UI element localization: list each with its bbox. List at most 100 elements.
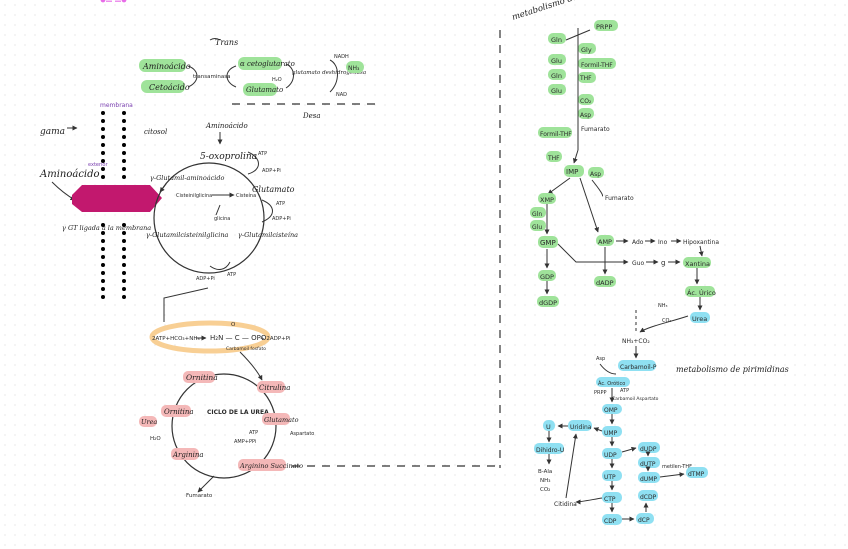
urea-center: CICLO DE LA UREA xyxy=(207,409,269,416)
pir-nh3-co2: NH₃+CO₂ xyxy=(622,338,650,345)
gama-aminoacido-top: Aminoácido xyxy=(205,122,248,130)
purina-g: g xyxy=(661,259,665,267)
purina-formil-thf2: Formil-THF xyxy=(540,131,572,138)
purina-ino: Ino xyxy=(658,239,668,246)
trans-h2o: H₂O xyxy=(272,77,282,83)
purina-glu-b: Glu xyxy=(551,87,562,95)
purina-gln2: Gln xyxy=(532,211,542,218)
pyrimidine-section: metabolismo de pirimidinas NH₃ CO₂ NH₃+C… xyxy=(534,303,789,525)
carbamoil-left: 2ATP+HCO₃+NH₃ xyxy=(152,336,200,342)
g-glutamilcisteinilglicina: γ-Glutamilcisteinilglicina xyxy=(146,231,229,239)
pir-co2-top: CO₂ xyxy=(662,318,671,324)
carbamoil-o: O xyxy=(231,322,236,328)
urea-cycle-section: 2ATP+HCO₃+NH₃ O H₂N — C — OPO Carbamoil … xyxy=(139,320,314,499)
g-glutamil-aminoacido: γ-Glutamil-aminoácido xyxy=(150,174,225,182)
gama-ligado: γ GT ligada a la membrana xyxy=(62,224,151,232)
pir-utp: UTP xyxy=(604,474,616,481)
gama-adp-pi3: ADP+Pi xyxy=(196,276,215,282)
purina-gln: Gln xyxy=(551,36,562,44)
trans-glutamato: Glutamato xyxy=(246,86,283,94)
purina-gmp: GMP xyxy=(540,239,556,247)
gama-adp-pi2: ADP+Pi xyxy=(272,216,291,222)
alfa-cetoglutarato: α cetoglutarato xyxy=(240,60,295,68)
pir-asp: Asp xyxy=(596,356,605,362)
citrulina: Citrulina xyxy=(259,384,290,392)
trans-cetoacido: Cetoácido xyxy=(149,83,190,92)
pirimidinas-title: metabolismo de pirimidinas xyxy=(676,365,789,374)
arginino-succinato: Arginino Succinato xyxy=(239,462,303,470)
gama-adp-pi1: ADP+Pi xyxy=(262,168,281,174)
purina-ado: Ado xyxy=(632,239,644,246)
arginina: Arginina xyxy=(172,451,204,459)
pir-ctp: CTP xyxy=(604,496,616,503)
purina-gdp: GDP xyxy=(540,273,554,281)
urea-fumarato: Fumarato xyxy=(186,493,213,499)
pir-nh3-2: NH₃ xyxy=(540,478,550,484)
pir-ump: UMP xyxy=(604,430,618,437)
pir-co2-2: CO₂ xyxy=(540,487,550,493)
pir-udp: UDP xyxy=(604,452,617,459)
purina-asp2: Asp xyxy=(590,171,601,178)
pir-carbamoil-p: Carbamoil-P xyxy=(620,364,657,371)
pir-dudp: dUDP xyxy=(640,446,657,453)
pir-u: U xyxy=(546,423,551,431)
gama-aminoacido-ext: Aminoácido xyxy=(39,169,100,180)
pir-cdp: CDP xyxy=(604,518,617,525)
gamma-glutamyl-section: gama membrana citosol exterior Aminoácid… xyxy=(39,0,298,322)
purina-xmp: XMP xyxy=(540,196,554,204)
g-glutamilcisteina: γ-Glutamilcisteína xyxy=(238,231,298,239)
urea-glutamato: Glutamato xyxy=(264,416,299,424)
pir-dcdp: dCDP xyxy=(640,494,657,501)
purina-fumarato1: Fumarato xyxy=(581,126,610,133)
trans-title: Trans xyxy=(215,38,238,47)
urea-amp-pi: AMP+PPi xyxy=(234,439,256,445)
purina-imp: IMP xyxy=(566,168,578,176)
gamma-cycle-ring xyxy=(153,162,265,274)
pir-metilen-thf: metilen-THF xyxy=(662,464,692,470)
purina-glu: Glu xyxy=(551,57,562,65)
gama-atp2: ATP xyxy=(276,201,285,207)
urea-product: Urea xyxy=(141,418,157,426)
purina-gly: Gly xyxy=(581,46,592,54)
trans-nadh: NADH xyxy=(334,54,349,60)
pir-dihidro-u: Dihidro-U xyxy=(536,447,564,454)
purina-xantina: Xantina xyxy=(685,260,710,268)
glutamato-deshidrogenasa: glutamato deshidrogenasa xyxy=(292,70,366,76)
pir-dump: dUMP xyxy=(640,476,657,483)
membrana-label: membrana xyxy=(100,102,133,109)
purina-glu2: Glu xyxy=(532,224,542,231)
pir-dutp: dUTP xyxy=(640,461,656,468)
purine-section: metabolismo de purinas PRPP Gln Glu Gln … xyxy=(511,0,719,323)
gama-glutamato: Glutamato xyxy=(252,185,295,194)
trans-nh3: NH₃ xyxy=(348,65,360,72)
purina-hipoxantina: Hipoxantina xyxy=(683,239,719,246)
pir-carbamoil-note: Carbamoil Aspartato xyxy=(612,396,659,402)
urea-aspartato: Aspartato xyxy=(290,431,314,437)
carbamoil-ring xyxy=(149,320,271,354)
gama-atp1: ATP xyxy=(258,151,267,157)
gama-title: gama xyxy=(40,127,65,137)
ornitina-top: Ornitina xyxy=(186,373,218,382)
purina-urea: Urea xyxy=(692,315,707,323)
pir-b-ala: B-Ala xyxy=(538,469,552,475)
purina-formil-thf1: Formil-THF xyxy=(581,62,613,69)
carbamoil-right: + 2ADP+Pi xyxy=(260,336,291,342)
purina-co2: CO₂ xyxy=(580,98,592,105)
carbamoil-formula: H₂N — C — OPO xyxy=(210,334,267,342)
purina-thf2: THF xyxy=(547,155,560,162)
purina-fumarato2: Fumarato xyxy=(605,195,634,202)
pir-citidina: Citidina xyxy=(554,501,577,508)
membrane-lipid-icon xyxy=(100,0,127,3)
pir-dcp: dCP xyxy=(638,517,650,524)
gama-atp3: ATP xyxy=(227,272,236,278)
transporter-protein-icon xyxy=(72,185,162,212)
purina-asp: Asp xyxy=(580,112,591,119)
desa-title: Desa xyxy=(302,112,321,120)
exterior-label: exterior xyxy=(88,162,108,168)
purina-dgdp: dGDP xyxy=(539,299,557,307)
pir-uridina: Uridina xyxy=(570,424,592,431)
purina-guo: Guo xyxy=(632,260,644,267)
transaminasa-label: transaminasa xyxy=(193,74,231,80)
pir-ac-orotico: Ác. Orótico xyxy=(598,380,625,387)
